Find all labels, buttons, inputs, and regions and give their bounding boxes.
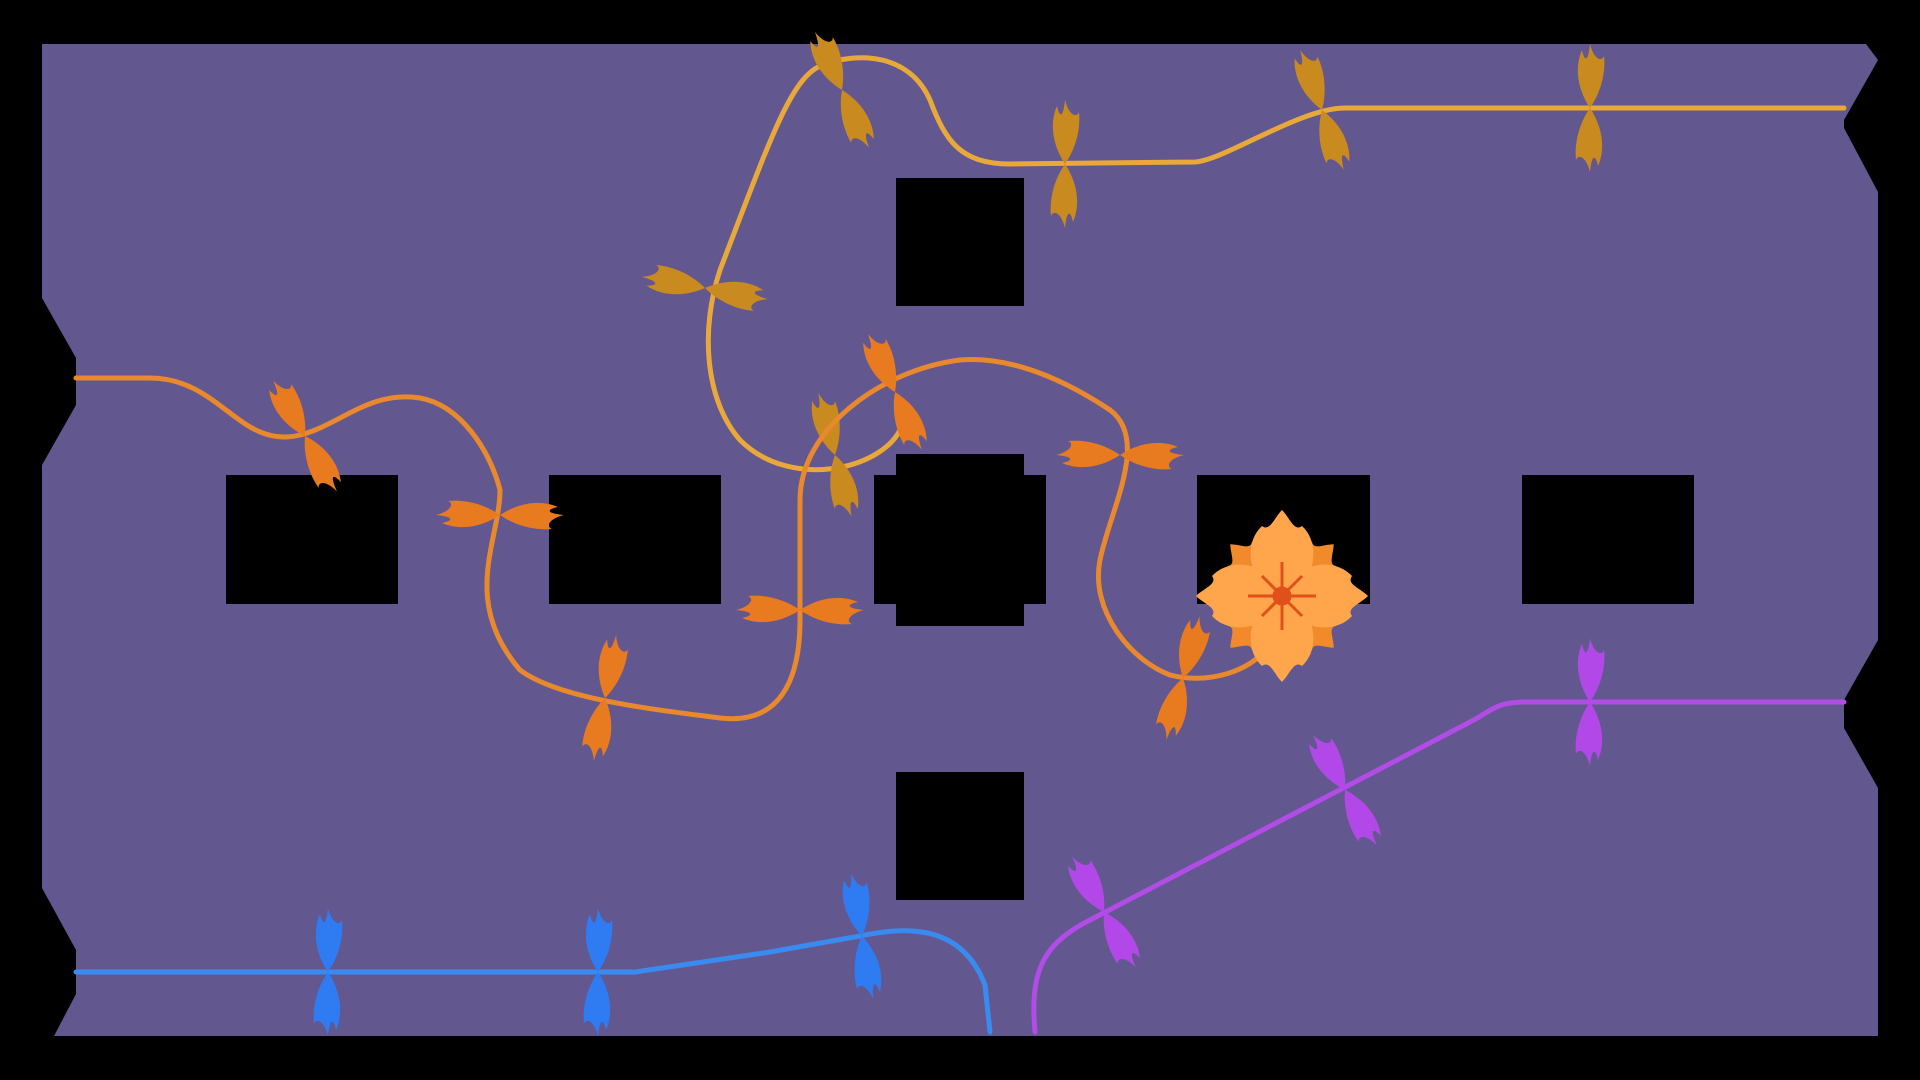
blue-vine[interactable]: [73, 870, 993, 1036]
orange-flower[interactable]: [1196, 510, 1368, 682]
flower-center: [1248, 562, 1316, 630]
obstacle-block: [549, 475, 721, 604]
orange-vine-right[interactable]: [1056, 407, 1268, 743]
obstacle-block: [896, 772, 1024, 900]
obstacle-block-cross: [874, 454, 1046, 626]
obstacle-block: [896, 178, 1024, 306]
obstacle-block: [1522, 475, 1694, 604]
orange-vine-left[interactable]: [73, 327, 1113, 764]
purple-vine[interactable]: [1031, 638, 1847, 1035]
gold-vine[interactable]: [639, 25, 1847, 521]
obstacle-block: [226, 475, 398, 604]
